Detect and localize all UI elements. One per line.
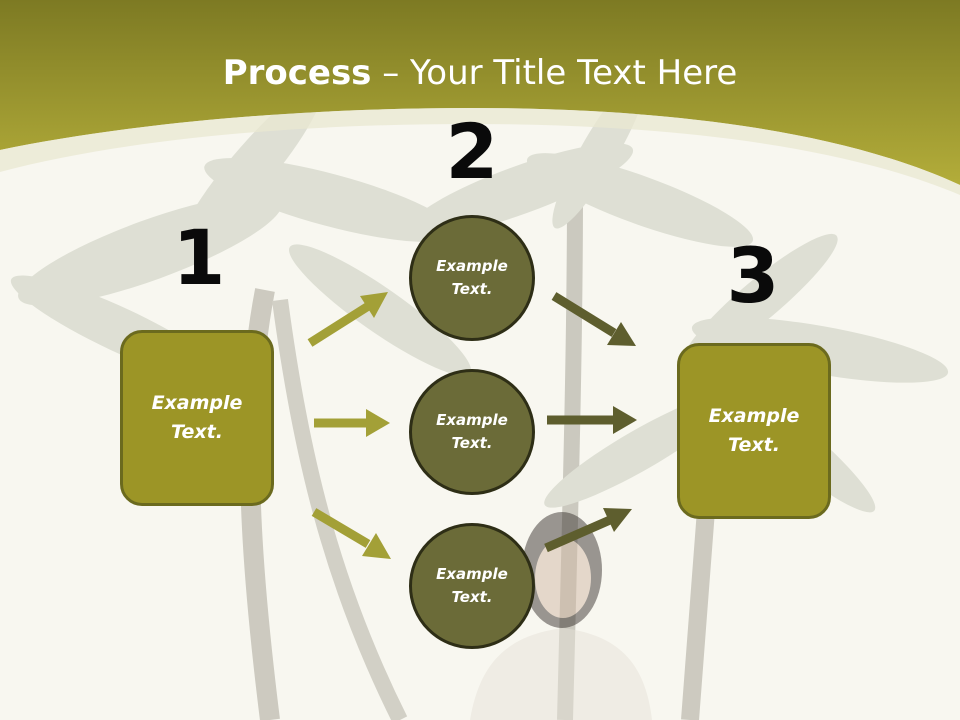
- circle-bottom-text: Example Text.: [436, 565, 508, 606]
- slide-title: Process – Your Title Text Here: [0, 50, 960, 96]
- arrow-head-top-to-right: [607, 322, 636, 346]
- arrow-head-left-to-bottom: [362, 533, 391, 559]
- process-circle-middle[interactable]: Example Text.: [409, 369, 535, 495]
- arrow-left-to-top: [307, 301, 373, 347]
- arrow-head-bottom-to-right: [603, 508, 632, 532]
- left-box-text: Example Text.: [151, 392, 243, 443]
- arrow-head-left-to-top: [360, 292, 388, 318]
- step-number-2: 2: [445, 107, 499, 196]
- arrow-top-to-right: [551, 292, 617, 337]
- process-circle-bottom[interactable]: Example Text.: [409, 523, 535, 649]
- left-process-box[interactable]: Example Text.: [120, 330, 274, 506]
- step-number-3: 3: [726, 231, 780, 320]
- arrow-head-middle-to-right: [613, 406, 637, 434]
- title-bold: Process: [222, 53, 372, 93]
- title-rest: – Your Title Text Here: [371, 53, 738, 93]
- arrow-bottom-to-right: [544, 515, 612, 553]
- right-process-box[interactable]: Example Text.: [677, 343, 831, 519]
- circle-middle-text: Example Text.: [436, 411, 508, 452]
- circle-top-text: Example Text.: [436, 257, 508, 298]
- process-circle-top[interactable]: Example Text.: [409, 215, 535, 341]
- arrow-left-to-bottom: [311, 508, 371, 548]
- person-illustration: [470, 512, 652, 720]
- step-number-1: 1: [172, 213, 226, 302]
- arrow-head-left-to-middle: [366, 409, 390, 437]
- right-box-text: Example Text.: [708, 405, 800, 456]
